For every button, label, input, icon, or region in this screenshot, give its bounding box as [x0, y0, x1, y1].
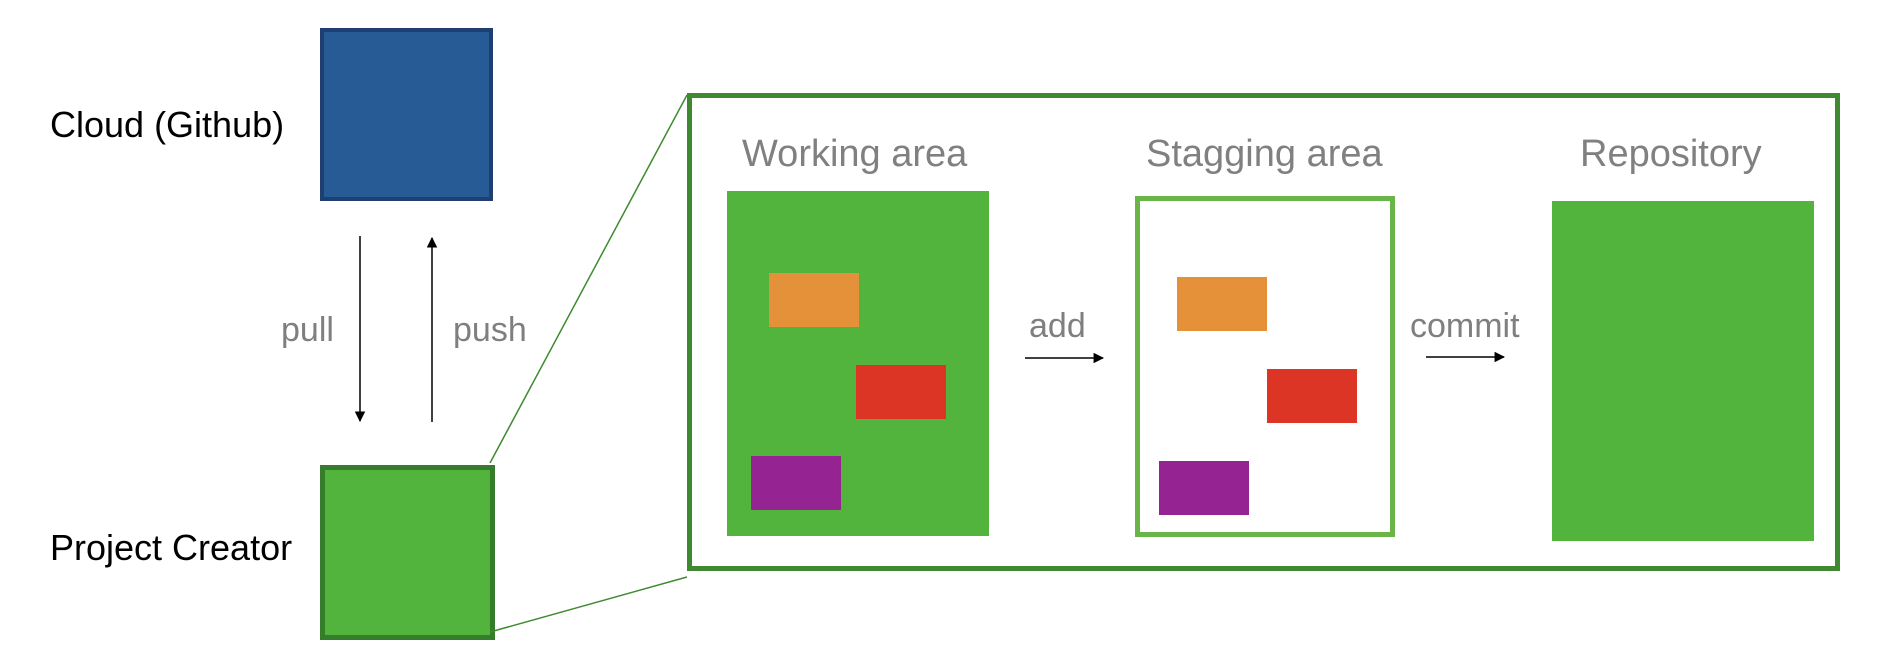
working-area-title: Working area [742, 133, 968, 175]
pull-label: pull [281, 311, 334, 349]
working-area-box [727, 191, 989, 536]
staged-file-purple [1159, 461, 1249, 515]
cloud-label: Cloud (Github) [50, 104, 285, 145]
project-creator-node [320, 465, 495, 640]
staging-area-box [1135, 196, 1395, 537]
file-orange [769, 273, 859, 327]
add-label: add [1029, 307, 1086, 345]
repository-title: Repository [1580, 133, 1762, 175]
commit-label: commit [1410, 307, 1520, 345]
file-red [856, 365, 946, 419]
push-label: push [453, 311, 527, 349]
staged-file-orange [1177, 277, 1267, 331]
zoom-line-top [489, 94, 688, 464]
zoom-line-bottom [489, 576, 688, 633]
staging-area-title: Stagging area [1146, 133, 1383, 175]
cloud-github-node [320, 28, 493, 201]
repository-box [1552, 201, 1814, 541]
staged-file-red [1267, 369, 1357, 423]
local-repo-detail-frame [687, 93, 1840, 571]
file-purple [751, 456, 841, 510]
project-creator-label: Project Creator [50, 527, 293, 568]
